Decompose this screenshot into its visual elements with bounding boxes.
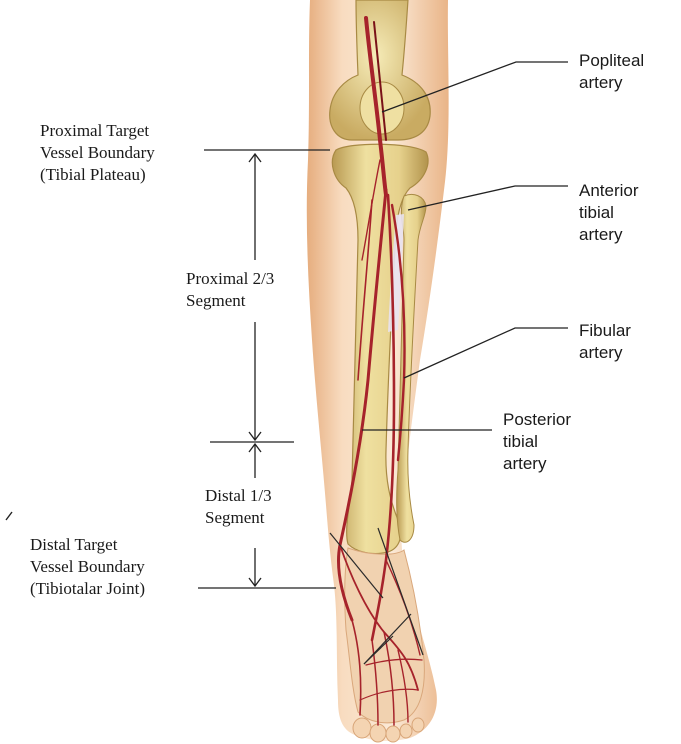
fibular-artery-label: Fibular artery [579, 320, 631, 364]
proximal-segment-label: Proximal 2/3 Segment [186, 268, 274, 312]
distal-segment-label: Distal 1/3 Segment [205, 485, 272, 529]
stray-mark [6, 512, 12, 520]
posterior-tibial-artery-label: Posterior tibial artery [503, 409, 571, 475]
fibular-leader [404, 328, 568, 378]
distal-boundary-label: Distal Target Vessel Boundary (Tibiotala… [30, 534, 145, 600]
anterior-tibial-artery-label: Anterior tibial artery [579, 180, 639, 246]
popliteal-artery-label: Popliteal artery [579, 50, 644, 94]
proximal-boundary-label: Proximal Target Vessel Boundary (Tibial … [40, 120, 155, 186]
